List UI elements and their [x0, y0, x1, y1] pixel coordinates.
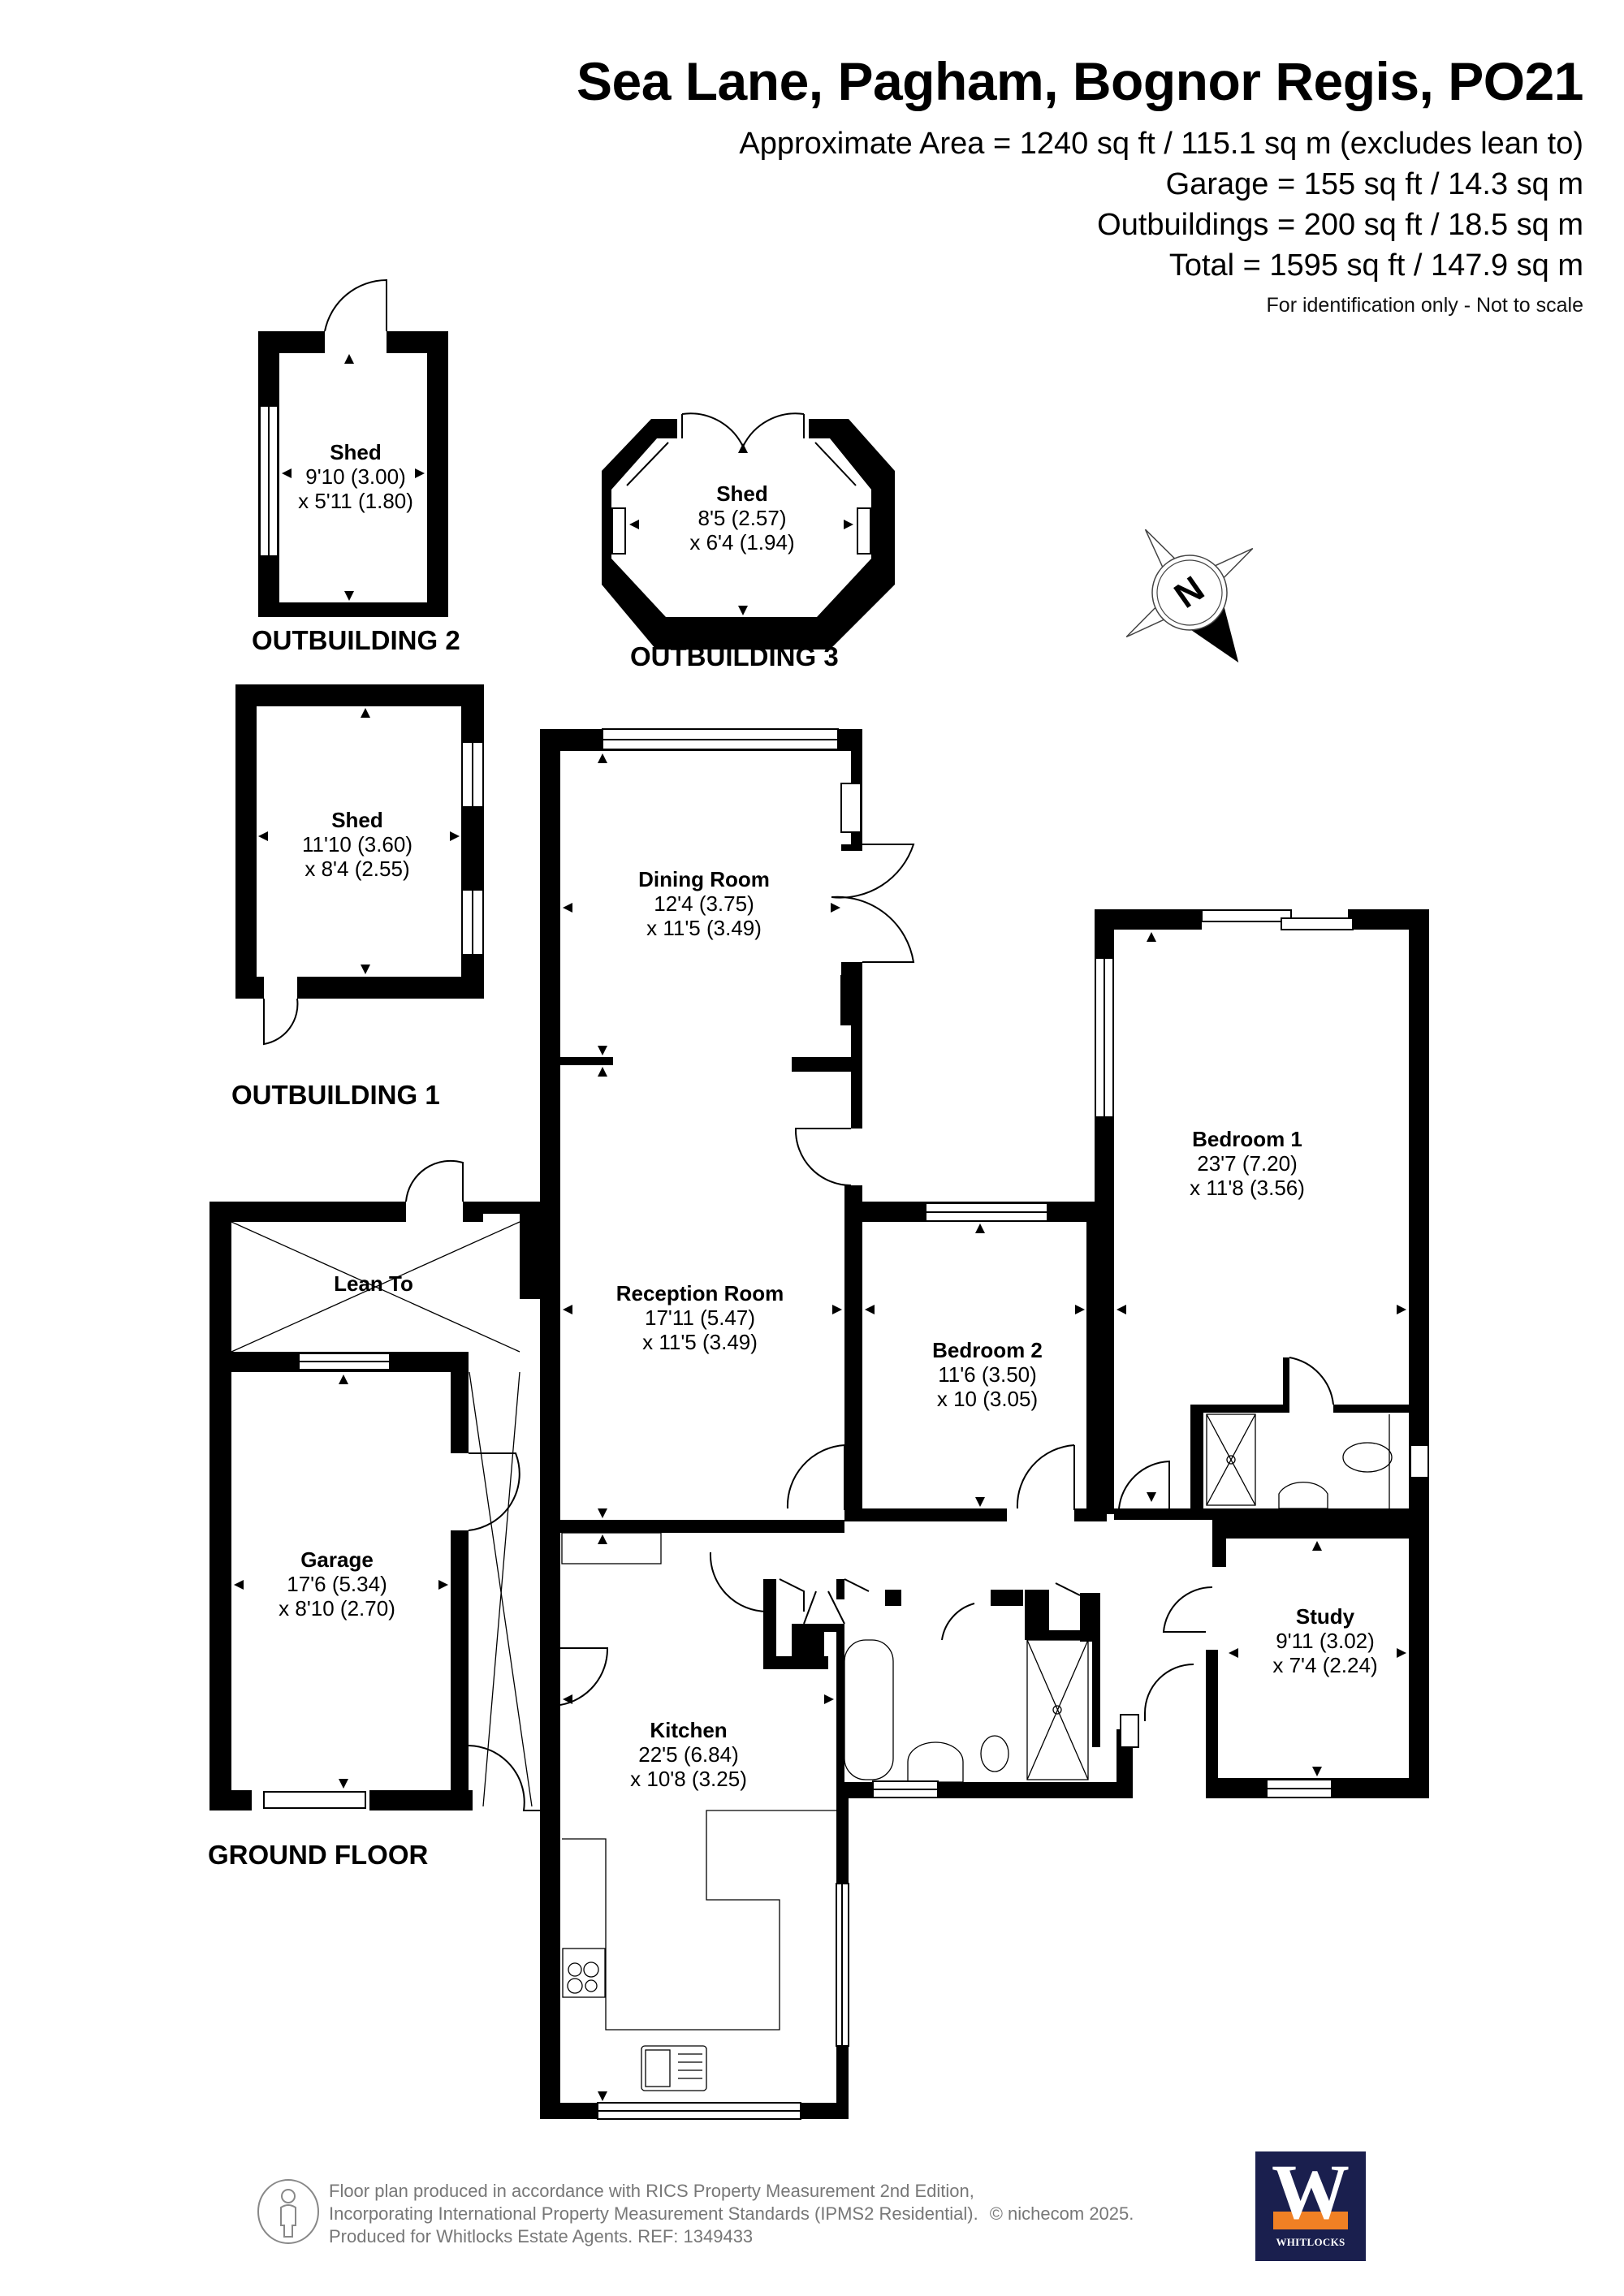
room-dim: 11'10 (3.60)	[302, 832, 412, 857]
double-door-swing-icon	[681, 412, 805, 447]
footer-line: Incorporating International Property Mea…	[329, 2203, 1134, 2224]
area-summary: Approximate Area = 1240 sq ft / 115.1 sq…	[739, 123, 1583, 286]
door-swing-icon	[324, 278, 387, 332]
building-label: OUTBUILDING 1	[231, 1080, 440, 1110]
room-name: Bedroom 1	[1192, 1127, 1302, 1151]
room-name: Garage	[300, 1547, 374, 1572]
room-name: Kitchen	[650, 1718, 727, 1742]
property-address-title: Sea Lane, Pagham, Bognor Regis, PO21	[576, 51, 1584, 111]
room-name: Shed	[330, 440, 382, 464]
room-name: Dining Room	[638, 867, 770, 891]
room-dim: x 6'4 (1.94)	[689, 530, 794, 555]
person-info-icon	[257, 2179, 319, 2244]
basin-icon	[1278, 1482, 1328, 1509]
room-name: Lean To	[334, 1271, 413, 1296]
outbuilding-2: Shed 9'10 (3.00) x 5'11 (1.80) OUTBUILDI…	[252, 278, 460, 655]
room-dim: x 11'8 (3.56)	[1190, 1176, 1305, 1200]
sink-icon	[641, 2045, 707, 2091]
outbuildings-area: Outbuildings = 200 sq ft / 18.5 sq m	[1097, 208, 1583, 242]
hob-icon	[562, 1948, 606, 1998]
room-dim: 17'6 (5.34)	[287, 1572, 387, 1596]
room-name: Study	[1296, 1604, 1355, 1629]
door-swing-icon	[559, 1647, 609, 1706]
footer-credits: Floor plan produced in accordance with R…	[329, 2180, 1134, 2248]
dimension-arrows	[234, 753, 1406, 2101]
room-name: Bedroom 2	[932, 1338, 1043, 1362]
room-dim: 22'5 (6.84)	[638, 1742, 739, 1767]
north-compass-icon: N	[1125, 529, 1254, 663]
room-dim: x 10 (3.05)	[937, 1387, 1038, 1411]
outbuilding-3: Shed 8'5 (2.57) x 6'4 (1.94) OUTBUILDING…	[602, 412, 895, 671]
room-dim: 11'6 (3.50)	[938, 1362, 1037, 1387]
door-swing-icon	[468, 1452, 520, 1531]
french-doors-icon	[831, 844, 915, 963]
scale-disclaimer: For identification only - Not to scale	[1266, 294, 1583, 317]
footer-line: Floor plan produced in accordance with R…	[329, 2181, 974, 2201]
room-dim: 17'11 (5.47)	[645, 1306, 755, 1330]
logo-brand-name: WHITLOCKS	[1276, 2236, 1345, 2248]
building-label: OUTBUILDING 3	[630, 641, 839, 671]
bathtub-icon	[844, 1639, 894, 1780]
garage-area: Garage = 155 sq ft / 14.3 sq m	[1165, 167, 1583, 201]
whitlocks-logo: W WHITLOCKS	[1255, 2151, 1366, 2261]
room-dim: x 11'5 (3.49)	[646, 916, 762, 940]
room-name: Reception Room	[616, 1281, 784, 1306]
logo-orange-bar	[1273, 2212, 1348, 2229]
basin-icon	[907, 1741, 964, 1783]
room-dim: x 11'5 (3.49)	[642, 1330, 758, 1354]
room-dim: 12'4 (3.75)	[654, 891, 754, 916]
building-label: OUTBUILDING 2	[252, 625, 460, 655]
room-dim: 9'11 (3.02)	[1276, 1629, 1375, 1653]
door-swing-icon	[263, 998, 299, 1046]
total-area: Total = 1595 sq ft / 147.9 sq m	[1168, 248, 1583, 283]
room-dim: x 7'4 (2.24)	[1272, 1653, 1377, 1677]
footer-line: Produced for Whitlocks Estate Agents. RE…	[329, 2226, 754, 2246]
copyright: © nichecom 2025.	[989, 2203, 1134, 2224]
room-dim: 9'10 (3.00)	[305, 464, 406, 489]
room-dim: 23'7 (7.20)	[1197, 1151, 1298, 1176]
worktop-outline	[562, 1810, 836, 2031]
room-name: Shed	[716, 481, 768, 506]
room-dim: x 8'10 (2.70)	[279, 1596, 395, 1621]
toilet-icon	[980, 1735, 1009, 1772]
room-dim: 8'5 (2.57)	[698, 506, 786, 530]
floor-label: GROUND FLOOR	[208, 1840, 428, 1870]
toilet-icon	[1342, 1442, 1393, 1473]
room-dim: x 8'4 (2.55)	[304, 857, 409, 881]
room-name: Shed	[331, 808, 383, 832]
room-dim: x 5'11 (1.80)	[298, 489, 413, 513]
room-dim: x 10'8 (3.25)	[630, 1767, 747, 1791]
approximate-area: Approximate Area = 1240 sq ft / 115.1 sq…	[739, 127, 1583, 161]
ground-floor-plan: Dining Room 12'4 (3.75) x 11'5 (3.49) Re…	[208, 728, 1429, 2120]
outbuilding-1: Shed 11'10 (3.60) x 8'4 (2.55) OUTBUILDI…	[231, 684, 484, 1110]
logo-letter: W	[1272, 2148, 1350, 2235]
